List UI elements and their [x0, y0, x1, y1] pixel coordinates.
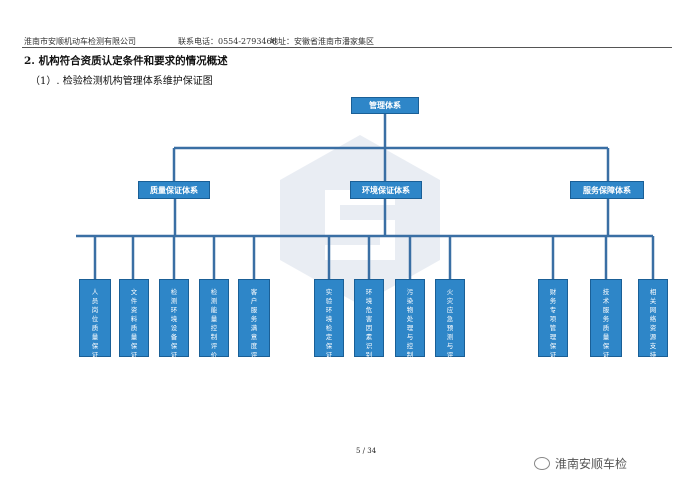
header-phone: 联系电话：0554-2793466 [178, 37, 277, 46]
leaf-node: 人员岗位质量保证 [79, 279, 111, 359]
root-node-management-system: 管理体系 [351, 97, 419, 114]
branch-node-quality: 质量保证体系 [138, 181, 210, 199]
leaf-node: 污染物处理与控制 [395, 279, 425, 359]
branch-node-service: 服务保障体系 [570, 181, 644, 199]
leaf-node: 检测能量控制评价 [199, 279, 229, 359]
header-address: 地址：安徽省淮南市潘家集区 [270, 37, 374, 46]
background-logo [280, 135, 440, 305]
leaf-node: 火灾应急预测与评价 [435, 279, 465, 368]
leaf-node: 相关网络资源支持 [638, 279, 668, 359]
branch-node-environment: 环境保证体系 [350, 181, 422, 199]
leaf-node: 环境危害因素识别 [354, 279, 384, 359]
leaf-node: 技术服务质量保证 [590, 279, 622, 359]
leaf-node: 文件资料质量保证 [119, 279, 149, 359]
page-number: 5 / 34 [356, 447, 377, 455]
header-divider [22, 47, 672, 48]
leaf-node: 检测环境设备保证 [159, 279, 189, 359]
header-company: 淮南市安顺机动车检测有限公司 [24, 37, 136, 46]
watermark: 淮南安顺车检 [534, 455, 627, 472]
leaf-node: 客户服务满意度评价 [238, 279, 270, 368]
subsection-title: （1）. 检验检测机构管理体系维护保证图 [30, 76, 213, 87]
section-title: 2. 机构符合资质认定条件和要求的情况概述 [24, 55, 228, 67]
wechat-icon [534, 457, 550, 470]
leaf-node: 实验环境检定保证 [314, 279, 344, 359]
leaf-node: 财务专项管理保证 [538, 279, 568, 359]
watermark-text: 淮南安顺车检 [555, 457, 628, 471]
